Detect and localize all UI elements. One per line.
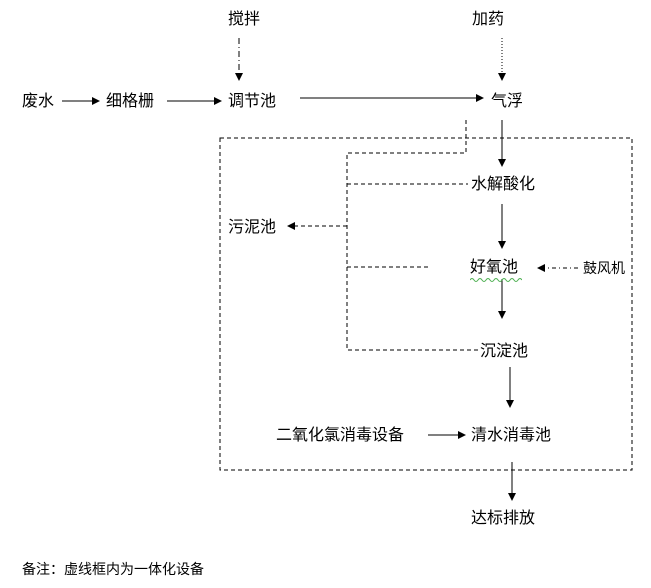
node-stir: 搅拌 (228, 9, 261, 28)
node-hydrolysis-acidification: 水解酸化 (471, 174, 536, 193)
node-sludge-tank: 污泥池 (228, 217, 277, 236)
node-wastewater: 废水 (22, 91, 55, 110)
node-air-flotation: 气浮 (491, 91, 524, 110)
spellcheck-underline (470, 278, 522, 282)
node-discharge: 达标排放 (471, 508, 536, 527)
diagram-note: 备注：虚线框内为一体化设备 (22, 562, 204, 578)
node-dosing: 加药 (472, 9, 505, 28)
sludge-collector-line (346, 120, 478, 351)
node-clean-water-disinfection-tank: 清水消毒池 (471, 425, 552, 444)
node-chlorine-dioxide-equipment: 二氧化氯消毒设备 (276, 425, 405, 444)
node-equalization-tank: 调节池 (228, 91, 277, 110)
node-aerobic-tank: 好氧池 (470, 257, 519, 276)
integrated-equipment-boundary (219, 137, 633, 471)
node-sedimentation-tank: 沉淀池 (480, 341, 529, 360)
node-blower: 鼓风机 (583, 261, 625, 277)
node-fine-screen: 细格栅 (106, 91, 155, 110)
